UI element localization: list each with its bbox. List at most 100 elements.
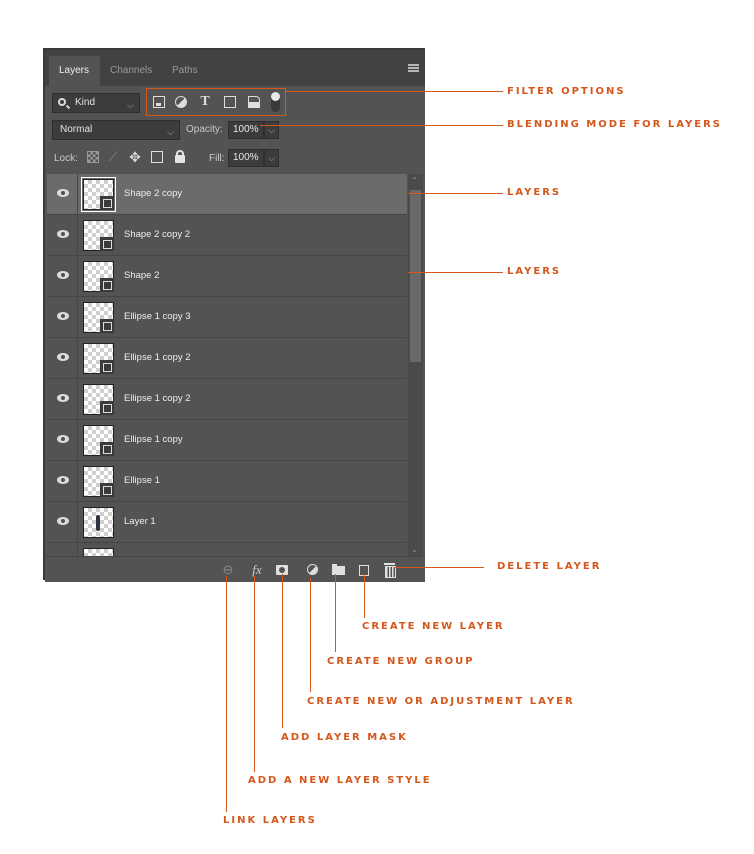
adjustment-icon[interactable] xyxy=(307,564,318,575)
layer-thumbnail xyxy=(83,261,114,292)
callout-delete-layer: DELETE LAYER xyxy=(497,561,602,572)
layer-row[interactable]: Ellipse 1 copy 3 xyxy=(47,297,407,338)
layer-row[interactable]: Shape 2 xyxy=(47,256,407,297)
callout-line-layers-1 xyxy=(408,193,503,194)
layer-row[interactable]: Ellipse 1 copy xyxy=(47,420,407,461)
layer-thumbnail xyxy=(83,343,114,374)
search-icon xyxy=(58,98,66,106)
layer-name[interactable]: Ellipse 1 copy 2 xyxy=(124,393,191,404)
layer-row[interactable]: Ellipse 1 copy 2 xyxy=(47,338,407,379)
opacity-label: Opacity: xyxy=(186,124,223,135)
eye-visibility-icon[interactable] xyxy=(57,230,69,238)
eye-visibility-icon[interactable] xyxy=(57,189,69,197)
tab-channels[interactable]: Channels xyxy=(110,65,153,76)
vector-shape-icon xyxy=(100,442,114,456)
callout-line-new-layer xyxy=(364,574,365,618)
eye-visibility-icon[interactable] xyxy=(57,271,69,279)
fx-icon[interactable]: fx xyxy=(252,562,262,577)
trash-icon[interactable] xyxy=(384,563,396,578)
layer-name[interactable]: Shape 2 xyxy=(124,270,160,281)
layer-row[interactable]: Ellipse 1 copy 2 xyxy=(47,379,407,420)
layer-row[interactable]: Shape 2 copy xyxy=(47,174,407,215)
eye-visibility-icon[interactable] xyxy=(57,312,69,320)
vector-shape-icon xyxy=(100,237,114,251)
callout-filter-options: FILTER OPTIONS xyxy=(507,86,626,97)
layer-thumbnail xyxy=(81,177,116,212)
eye-visibility-icon[interactable] xyxy=(57,353,69,361)
layer-thumbnail xyxy=(83,302,114,333)
opacity-input[interactable]: 100% xyxy=(228,121,264,139)
adjustment-layer-filter-icon[interactable] xyxy=(175,96,187,108)
layer-name[interactable]: Ellipse 1 xyxy=(124,475,160,486)
eye-visibility-icon[interactable] xyxy=(57,517,69,525)
filter-toggle-icon[interactable] xyxy=(271,92,280,112)
layer-row[interactable]: Shape 2 copy 2 xyxy=(47,215,407,256)
eye-visibility-icon[interactable] xyxy=(57,435,69,443)
layer-name[interactable]: Ellipse 1 copy 2 xyxy=(124,352,191,363)
layer-row[interactable]: Ellipse 1 xyxy=(47,461,407,502)
layer-thumbnail xyxy=(83,466,114,497)
lock-artboard-icon[interactable] xyxy=(151,151,163,163)
lock-transparent-pixels-icon[interactable] xyxy=(87,151,99,163)
layer-thumbnail xyxy=(83,548,114,556)
layer-name[interactable]: Shape 2 copy 2 xyxy=(124,229,191,240)
layer-name[interactable]: Shape 2 copy xyxy=(124,188,183,199)
vector-shape-icon xyxy=(100,483,114,497)
layer-name[interactable]: Ellipse 1 copy xyxy=(124,434,183,445)
eye-visibility-icon[interactable] xyxy=(57,476,69,484)
callout-line-filter xyxy=(285,91,503,92)
layer-list: Shape 2 copy Shape 2 copy 2 Shape 2 Elli… xyxy=(47,174,407,556)
fill-input[interactable]: 100% xyxy=(228,149,264,167)
layer-thumbnail xyxy=(83,507,114,538)
vector-shape-icon xyxy=(100,278,114,292)
mask-icon[interactable] xyxy=(276,565,288,575)
callout-blending-mode: BLENDING MODE FOR LAYERS xyxy=(507,119,722,130)
callout-line-mask xyxy=(282,574,283,728)
filter-kind-dropdown[interactable]: Kind ⌵ xyxy=(52,93,140,113)
link-icon[interactable]: ⊖ xyxy=(222,562,234,577)
type-layer-filter-icon[interactable]: T xyxy=(200,94,210,109)
blend-mode-value: Normal xyxy=(60,124,93,135)
layer-list-scrollbar[interactable]: ⌃ ⌄ xyxy=(408,174,423,556)
lock-position-icon[interactable]: ✥ xyxy=(129,149,141,165)
layer-thumbnail xyxy=(83,384,114,415)
fill-dropdown-chevron-icon[interactable]: ⌵ xyxy=(264,149,279,167)
vector-shape-icon xyxy=(100,401,114,415)
callout-line-layers-2 xyxy=(408,272,503,273)
smart-object-filter-icon[interactable] xyxy=(248,96,260,108)
eye-visibility-icon[interactable] xyxy=(57,394,69,402)
panel-tab-bar: Layers Channels Paths xyxy=(45,50,425,86)
filter-kind-label: Kind xyxy=(75,97,96,108)
lock-image-pixels-icon[interactable]: ⟋ xyxy=(108,149,118,164)
layer-thumbnail xyxy=(83,425,114,456)
scroll-down-icon[interactable]: ⌄ xyxy=(411,545,418,554)
hamburger-menu-icon[interactable] xyxy=(408,64,419,72)
callout-layers-2: LAYERS xyxy=(507,266,562,277)
shape-layer-filter-icon[interactable] xyxy=(224,96,236,108)
layer-row-partial[interactable] xyxy=(47,543,407,556)
layer-name[interactable]: Ellipse 1 copy 3 xyxy=(124,311,191,322)
folder-icon[interactable] xyxy=(332,564,345,575)
chevron-down-icon: ⌵ xyxy=(167,127,174,137)
pixel-layer-filter-icon[interactable] xyxy=(153,96,165,108)
blend-mode-dropdown[interactable]: Normal ⌵ xyxy=(52,120,180,140)
fill-label: Fill: xyxy=(209,153,225,164)
callout-line-link xyxy=(226,576,227,812)
scrollbar-thumb[interactable] xyxy=(410,190,421,362)
tab-paths[interactable]: Paths xyxy=(172,65,198,76)
callout-line-style xyxy=(254,576,255,772)
tab-layers[interactable]: Layers xyxy=(49,56,100,86)
filter-options-group: T xyxy=(146,88,286,116)
callout-create-new-layer: CREATE NEW LAYER xyxy=(362,621,505,632)
layer-name[interactable]: Layer 1 xyxy=(124,516,156,527)
scroll-up-icon[interactable]: ⌃ xyxy=(411,176,418,185)
lock-all-icon[interactable] xyxy=(175,150,185,163)
chevron-down-icon: ⌵ xyxy=(127,100,134,110)
callout-line-blend xyxy=(260,125,503,126)
callout-line-new-group xyxy=(335,574,336,652)
opacity-dropdown-chevron-icon[interactable]: ⌵ xyxy=(264,121,279,139)
callout-create-adjustment: CREATE NEW OR ADJUSTMENT LAYER xyxy=(307,696,575,707)
callout-create-new-group: CREATE NEW GROUP xyxy=(327,656,475,667)
layer-thumbnail xyxy=(83,220,114,251)
layer-row[interactable]: Layer 1 xyxy=(47,502,407,543)
